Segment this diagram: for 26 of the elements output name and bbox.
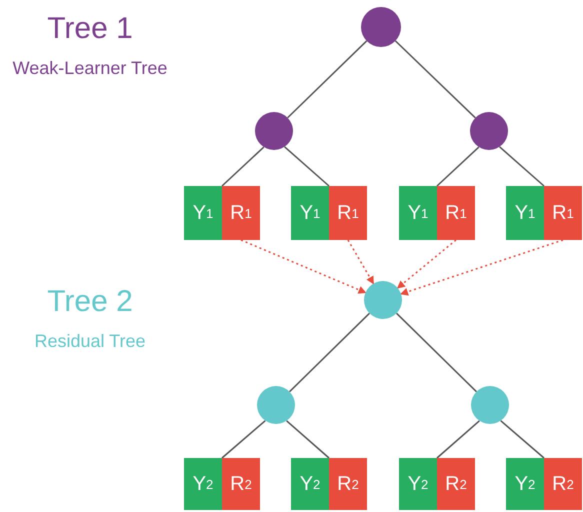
connector-line bbox=[222, 420, 266, 459]
tree-node-circle bbox=[361, 7, 401, 47]
arrow bbox=[240, 239, 366, 294]
tree-node-circle bbox=[255, 112, 293, 150]
connector-line bbox=[284, 146, 330, 187]
tree-subtitle: Residual Tree bbox=[33, 331, 147, 352]
tree-node-circle bbox=[470, 112, 508, 150]
tree-subtitle: Weak-Learner Tree bbox=[12, 58, 168, 79]
arrow bbox=[347, 240, 374, 284]
connector-line bbox=[221, 146, 264, 187]
connector-line bbox=[396, 312, 477, 392]
tree-node-circle bbox=[471, 386, 509, 424]
tree-title: Tree 1 bbox=[46, 12, 134, 46]
connector-line bbox=[436, 146, 480, 187]
tree-node-circle bbox=[364, 281, 402, 319]
arrow bbox=[396, 239, 456, 289]
connector-line bbox=[394, 40, 476, 118]
connector-line bbox=[436, 420, 480, 459]
connector-line bbox=[287, 40, 368, 118]
tree-node-circle bbox=[257, 386, 295, 424]
connector-line bbox=[286, 420, 330, 459]
tree-title: Tree 2 bbox=[46, 285, 134, 319]
connector-line bbox=[500, 420, 544, 459]
connector-line bbox=[499, 146, 544, 187]
connector-line bbox=[289, 312, 370, 392]
arrow bbox=[400, 239, 564, 296]
